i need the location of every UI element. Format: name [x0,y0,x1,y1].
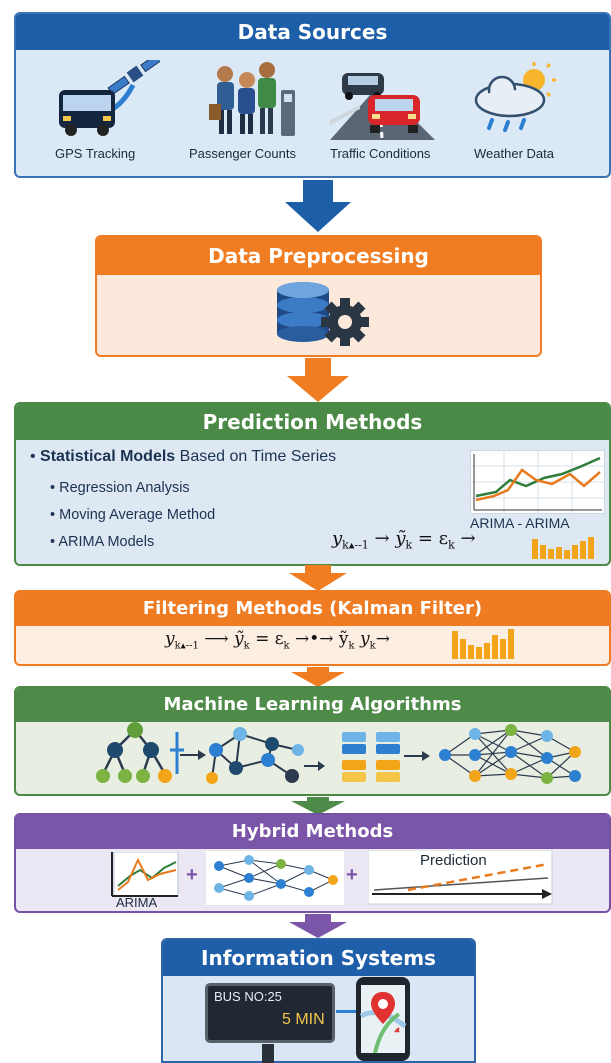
statistical-models-heading: • Statistical Models Based on Time Serie… [30,448,337,465]
source-label-passengers: Passenger Counts [189,146,296,161]
network-graph-icon [180,727,325,784]
source-label-gps: GPS Tracking [55,146,136,161]
flow-arrow-down-icon [291,797,345,815]
arima-chart-label: ARIMA - ARIMA [470,515,570,531]
prediction-trend-icon [368,850,553,905]
statistical-models-bold: Statistical Models [40,448,176,465]
bus-stop-display [205,983,335,1043]
plus-sign: + [346,864,358,886]
cluster-blocks-icon [342,732,430,782]
bus-stop-pole [262,1044,274,1063]
bar-chart-icon [532,537,594,559]
flow-arrow-down-icon [285,180,351,232]
hybrid-methods-title: Hybrid Methods [16,815,609,849]
flow-arrow-down-icon [289,914,347,938]
decision-tree-icon [96,722,172,783]
machine-learning-title: Machine Learning Algorithms [16,688,609,722]
eta-label: 5 MIN [282,1011,325,1028]
hybrid-arima-label: ARIMA [116,895,158,910]
arima-mini-chart-icon [111,852,179,897]
traffic-cars-icon [330,73,435,140]
list-item: • Regression Analysis [50,480,190,496]
source-label-weather: Weather Data [474,146,554,161]
divider-marker-icon [170,732,184,774]
connector-line [336,1010,356,1013]
prediction-methods-title: Prediction Methods [16,404,609,440]
filtering-methods-panel: Filtering Methods (Kalman Filter) [14,590,611,666]
weather-cloud-icon [474,62,556,132]
plus-sign: + [186,864,198,886]
flow-arrow-down-icon [287,358,349,402]
prediction-methods-panel: Prediction Methods [14,402,611,566]
smartphone-map-icon [356,977,410,1061]
information-systems-title: Information Systems [163,940,474,976]
statistical-models-rest: Based on Time Series [175,448,337,465]
prediction-label: Prediction [420,852,487,869]
flow-arrow-down-icon [289,565,347,591]
neural-network-icon [205,850,345,906]
data-sources-title: Data Sources [16,14,609,50]
neural-network-icon [439,724,581,784]
kalman-formula: yk▴--1 ⟶ ỹk = εk →•→ ỹk yk→ [165,629,390,652]
flow-arrow-down-icon [291,667,345,687]
filtering-methods-title: Filtering Methods (Kalman Filter) [16,592,609,626]
preprocessing-title: Data Preprocessing [97,237,540,275]
database-gear-icon [277,282,369,346]
bus-satellite-icon [59,60,160,136]
bus-number-label: BUS NO:25 [214,989,282,1004]
arima-chart-icon [470,450,605,514]
list-item: • Moving Average Method [50,507,216,523]
prediction-formula: yk▴--1 → ỹk = εk → [332,528,476,552]
bar-chart-icon [452,629,514,659]
source-label-traffic: Traffic Conditions [330,146,431,161]
list-item: • ARIMA Models [50,534,155,550]
passengers-icon [209,62,295,136]
